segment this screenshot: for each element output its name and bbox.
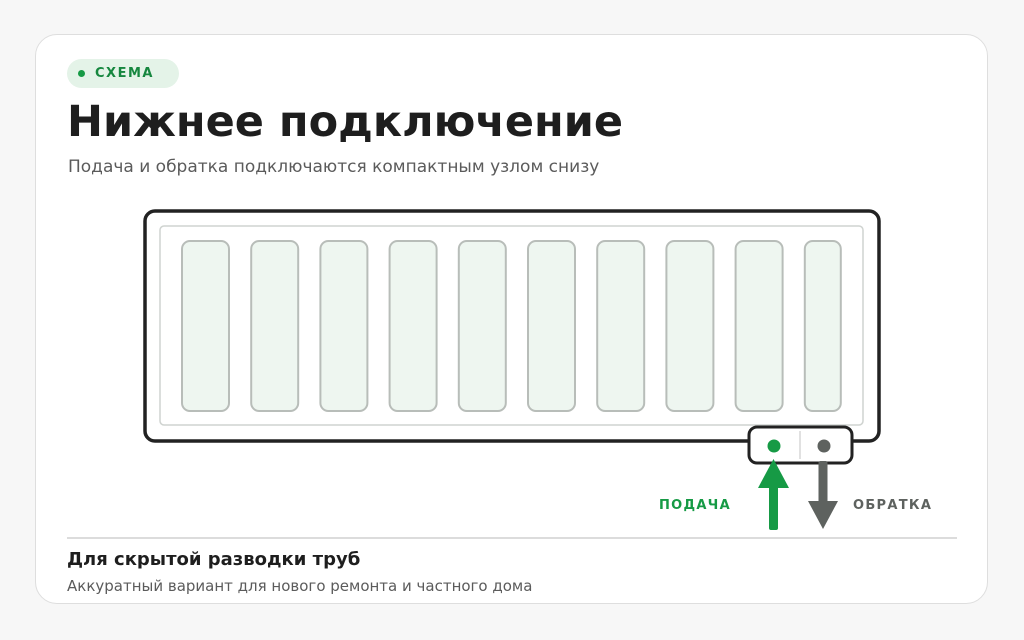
radiator-section [388,240,438,412]
supply-arrow-icon [758,459,789,530]
supply-port-icon [767,439,781,453]
radiator-section [457,240,507,412]
radiator-section [665,240,715,412]
supply-label: ПОДАЧА [659,498,731,513]
radiator-section [319,240,369,412]
badge-dot-icon [78,70,85,77]
footer-divider [67,537,957,539]
schema-badge: СХЕМА [67,59,179,88]
page-title: Нижнее подключение [67,97,624,147]
return-arrow-icon [808,461,838,529]
footer-title: Для скрытой разводки труб [67,549,361,570]
return-port-icon [817,439,831,453]
radiator-section [734,240,784,412]
radiator-section [803,240,842,412]
radiator-section [527,240,576,412]
radiator-sections [181,240,842,412]
radiator-section [250,240,300,412]
radiator-inner-frame [159,225,864,426]
radiator-section [596,240,646,412]
badge-label: СХЕМА [95,66,154,81]
return-label: ОБРАТКА [853,498,933,513]
radiator-section [181,240,230,412]
footer-text: Аккуратный вариант для нового ремонта и … [67,577,533,595]
page-subtitle: Подача и обратка подключаются компактным… [68,157,600,177]
